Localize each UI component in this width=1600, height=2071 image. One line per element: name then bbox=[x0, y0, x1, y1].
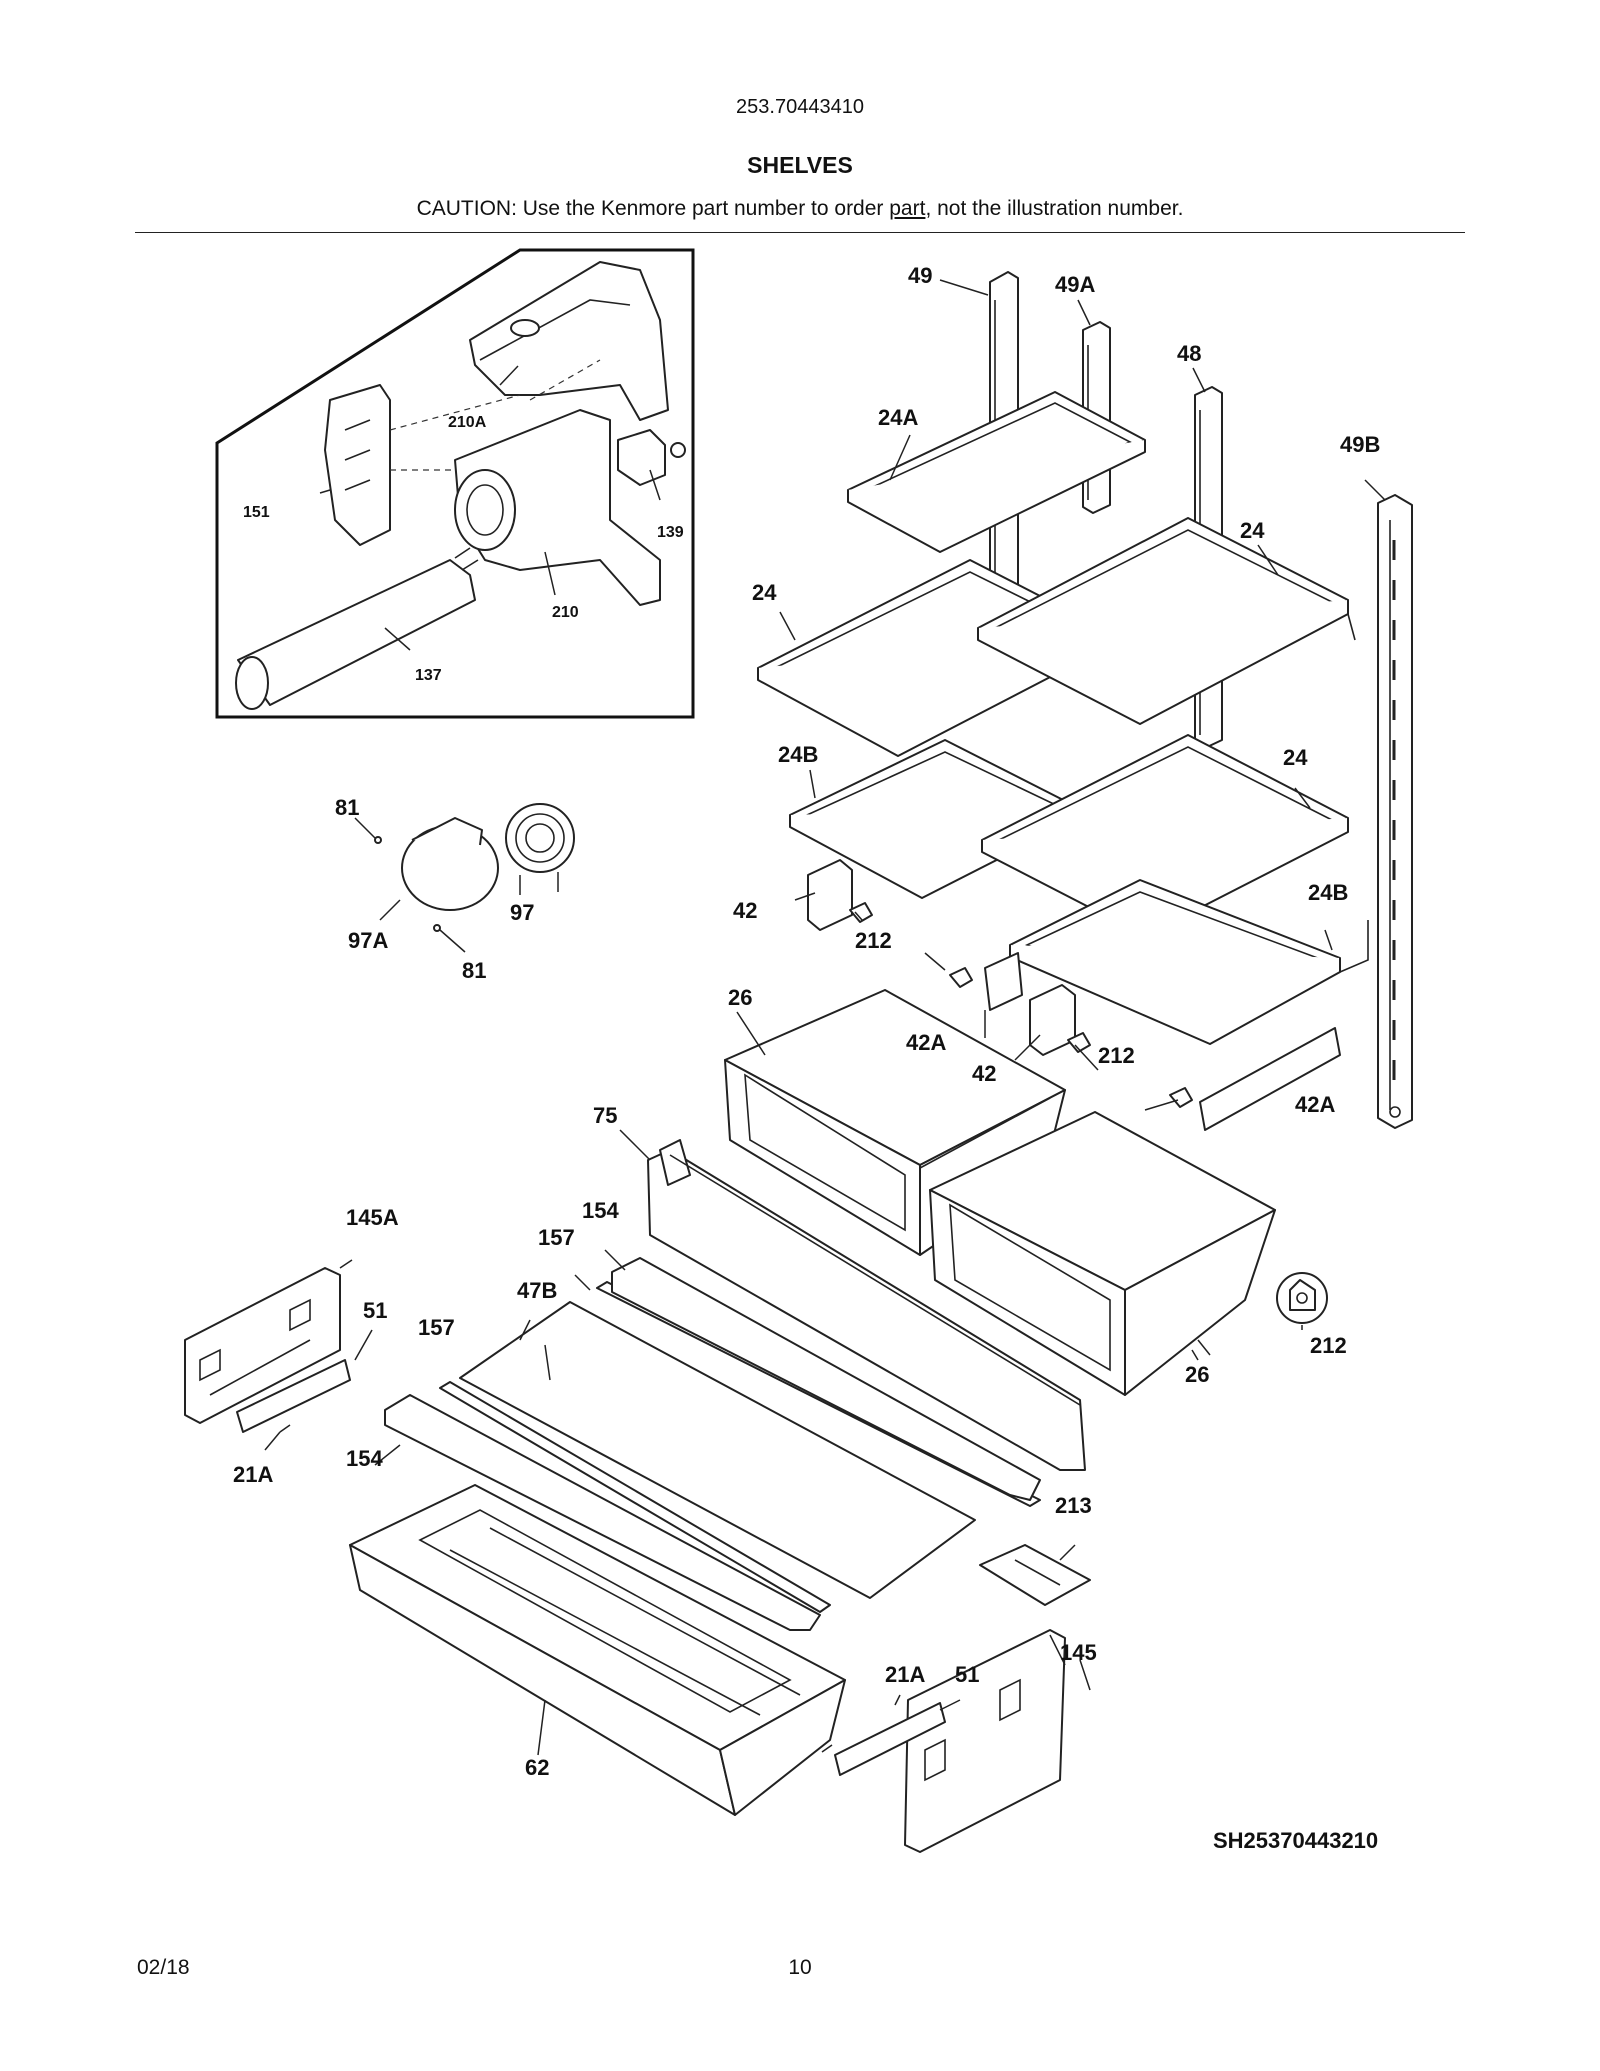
callout-151: 151 bbox=[243, 504, 270, 521]
caution-suffix: , not the illustration number. bbox=[925, 197, 1184, 220]
callout-154-lower: 154 bbox=[346, 1446, 383, 1471]
callout-24b-right: 24B bbox=[1308, 880, 1348, 905]
callout-42a-left: 42A bbox=[906, 1030, 946, 1055]
cover-part-145a bbox=[184, 1267, 341, 1424]
footer-date: 02/18 bbox=[137, 1956, 190, 1979]
callout-97a: 97A bbox=[348, 928, 388, 953]
callout-42a-right: 42A bbox=[1295, 1092, 1335, 1117]
callout-212-c: 212 bbox=[1310, 1333, 1347, 1358]
callout-210a: 210A bbox=[448, 414, 487, 431]
callout-24-upper-left: 24 bbox=[752, 580, 777, 605]
callout-21a-right: 21A bbox=[885, 1662, 925, 1687]
screw-part-21a-right bbox=[821, 1744, 833, 1753]
filter-bracket-part-139 bbox=[617, 429, 686, 486]
shelf-part-24a bbox=[847, 391, 1146, 553]
callout-labels: 49 49A 48 49B 24A 24 24 24 24B 24B 42 42… bbox=[233, 263, 1380, 1780]
shelf-part-24b-right bbox=[1009, 879, 1369, 1045]
support-part-42a-right bbox=[1199, 1027, 1341, 1131]
crisper-drawer-part-26-front bbox=[929, 1111, 1276, 1396]
side-parts-group bbox=[184, 1267, 1091, 1853]
callout-21a-left: 21A bbox=[233, 1462, 273, 1487]
clip-part-212-c bbox=[1067, 1032, 1091, 1053]
callout-47b: 47B bbox=[517, 1278, 557, 1303]
filter-inset bbox=[215, 248, 695, 719]
support-part-42-left bbox=[807, 859, 853, 931]
callout-157-lower: 157 bbox=[418, 1315, 455, 1340]
callout-154-upper: 154 bbox=[582, 1198, 619, 1223]
callout-42-right: 42 bbox=[972, 1061, 996, 1086]
screw-part-21a-left bbox=[279, 1424, 291, 1433]
callout-210: 210 bbox=[552, 604, 579, 621]
guard-part-213 bbox=[979, 1544, 1091, 1606]
filter-housing-part-210 bbox=[454, 409, 661, 606]
callout-42-left: 42 bbox=[733, 898, 757, 923]
cover-part-145 bbox=[904, 1629, 1066, 1853]
caution-underlined-word: part bbox=[889, 197, 926, 220]
clip-part-212-detail bbox=[1276, 1272, 1328, 1324]
caution-prefix: CAUTION: Use the Kenmore part number to … bbox=[416, 197, 890, 220]
callout-24-upper-right: 24 bbox=[1240, 518, 1265, 543]
callout-62: 62 bbox=[525, 1755, 549, 1780]
filter-cartridge-part-137 bbox=[235, 547, 479, 710]
slide-part-51-right bbox=[834, 1702, 946, 1776]
auger-motor-group bbox=[354, 803, 575, 953]
clip-part-212-b bbox=[949, 967, 973, 988]
callout-157-upper: 157 bbox=[538, 1225, 575, 1250]
callout-81-upper: 81 bbox=[335, 795, 359, 820]
trim-part-157-lower bbox=[439, 1381, 831, 1613]
callout-26-rear: 26 bbox=[728, 985, 752, 1010]
page-number: 10 bbox=[788, 1956, 812, 1979]
callout-81-lower: 81 bbox=[462, 958, 486, 983]
callout-26-front: 26 bbox=[1185, 1362, 1209, 1387]
trim-part-154-upper bbox=[611, 1257, 1041, 1501]
support-part-42-right bbox=[1029, 984, 1076, 1056]
drawing-code: SH25370443210 bbox=[1213, 1828, 1379, 1853]
caution-text: CAUTION: Use the Kenmore part number to … bbox=[0, 197, 1600, 221]
callout-145: 145 bbox=[1060, 1640, 1097, 1665]
callout-48: 48 bbox=[1177, 341, 1201, 366]
callout-75: 75 bbox=[593, 1103, 617, 1128]
section-title: SHELVES bbox=[747, 152, 853, 178]
callout-49: 49 bbox=[908, 263, 932, 288]
clip-part-212-a bbox=[849, 902, 873, 923]
callout-24-lower-right: 24 bbox=[1283, 745, 1308, 770]
inset-frame bbox=[215, 248, 695, 719]
drawers-group bbox=[349, 989, 1276, 1816]
support-part-42a-left bbox=[984, 952, 1023, 1011]
callout-137: 137 bbox=[415, 667, 442, 684]
callout-145a: 145A bbox=[346, 1205, 399, 1230]
callout-212-b: 212 bbox=[1098, 1043, 1135, 1068]
trim-part-154-lower bbox=[384, 1394, 821, 1631]
pan-cover-part-47b bbox=[459, 1301, 976, 1599]
shelves-group bbox=[757, 391, 1369, 1045]
callout-97: 97 bbox=[510, 900, 534, 925]
filter-cover-part-151 bbox=[324, 384, 391, 546]
callout-213: 213 bbox=[1055, 1493, 1092, 1518]
callout-24a: 24A bbox=[878, 405, 918, 430]
callout-139: 139 bbox=[657, 524, 684, 541]
callout-49b: 49B bbox=[1340, 432, 1380, 457]
drawer-cover-part-75 bbox=[647, 1139, 1086, 1471]
model-number: 253.70443410 bbox=[736, 96, 864, 118]
rail-part-49b bbox=[1377, 494, 1413, 1129]
pantry-drawer-part-62 bbox=[349, 1484, 846, 1816]
callout-51-right: 51 bbox=[955, 1662, 979, 1687]
supports-group bbox=[807, 859, 1341, 1324]
filter-head-part-210a bbox=[469, 261, 669, 421]
leader-lines bbox=[264, 279, 1386, 1756]
slide-part-51-left bbox=[236, 1359, 351, 1433]
callout-51-left: 51 bbox=[363, 1298, 387, 1323]
header-rule bbox=[135, 232, 1465, 233]
shelf-part-24-upper-right bbox=[977, 517, 1356, 725]
callout-49a: 49A bbox=[1055, 272, 1095, 297]
clip-part-212-d bbox=[1169, 1087, 1193, 1108]
callout-212-a: 212 bbox=[855, 928, 892, 953]
callout-24b-left: 24B bbox=[778, 742, 818, 767]
